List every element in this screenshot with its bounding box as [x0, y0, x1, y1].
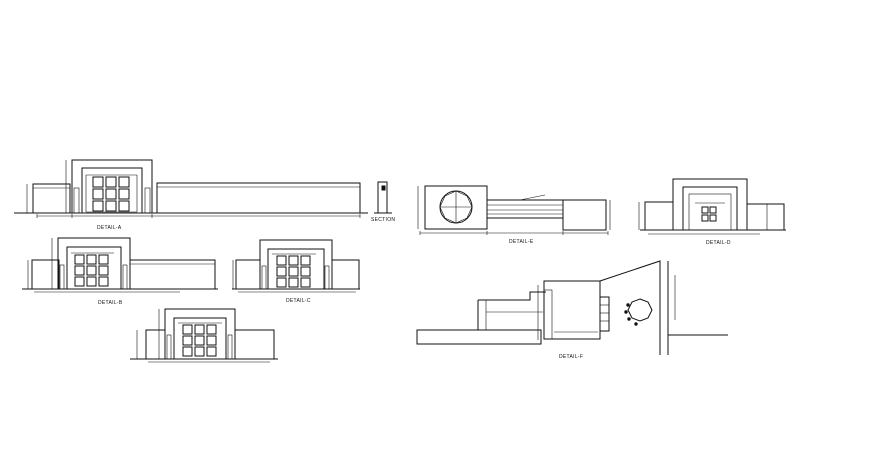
detail-a-elevation: DETAIL-A	[14, 159, 368, 231]
detail-b-label: DETAIL-B	[98, 300, 123, 306]
section-view: SECTION	[371, 181, 395, 223]
detail-e-plan: DETAIL-E	[417, 185, 611, 245]
bottom-gate-elevation	[130, 308, 278, 363]
detail-f-section: DETAIL-F	[416, 260, 728, 360]
detail-b-elevation: DETAIL-B	[22, 237, 218, 306]
detail-e-label: DETAIL-E	[509, 239, 534, 245]
detail-d-label: DETAIL-D	[706, 240, 731, 246]
detail-a-label: DETAIL-A	[97, 225, 122, 231]
section-label: SECTION	[371, 217, 395, 223]
detail-d-elevation: DETAIL-D	[638, 178, 786, 246]
detail-f-label: DETAIL-F	[559, 354, 583, 360]
detail-c-elevation: DETAIL-C	[232, 239, 360, 304]
detail-c-label: DETAIL-C	[286, 298, 311, 304]
